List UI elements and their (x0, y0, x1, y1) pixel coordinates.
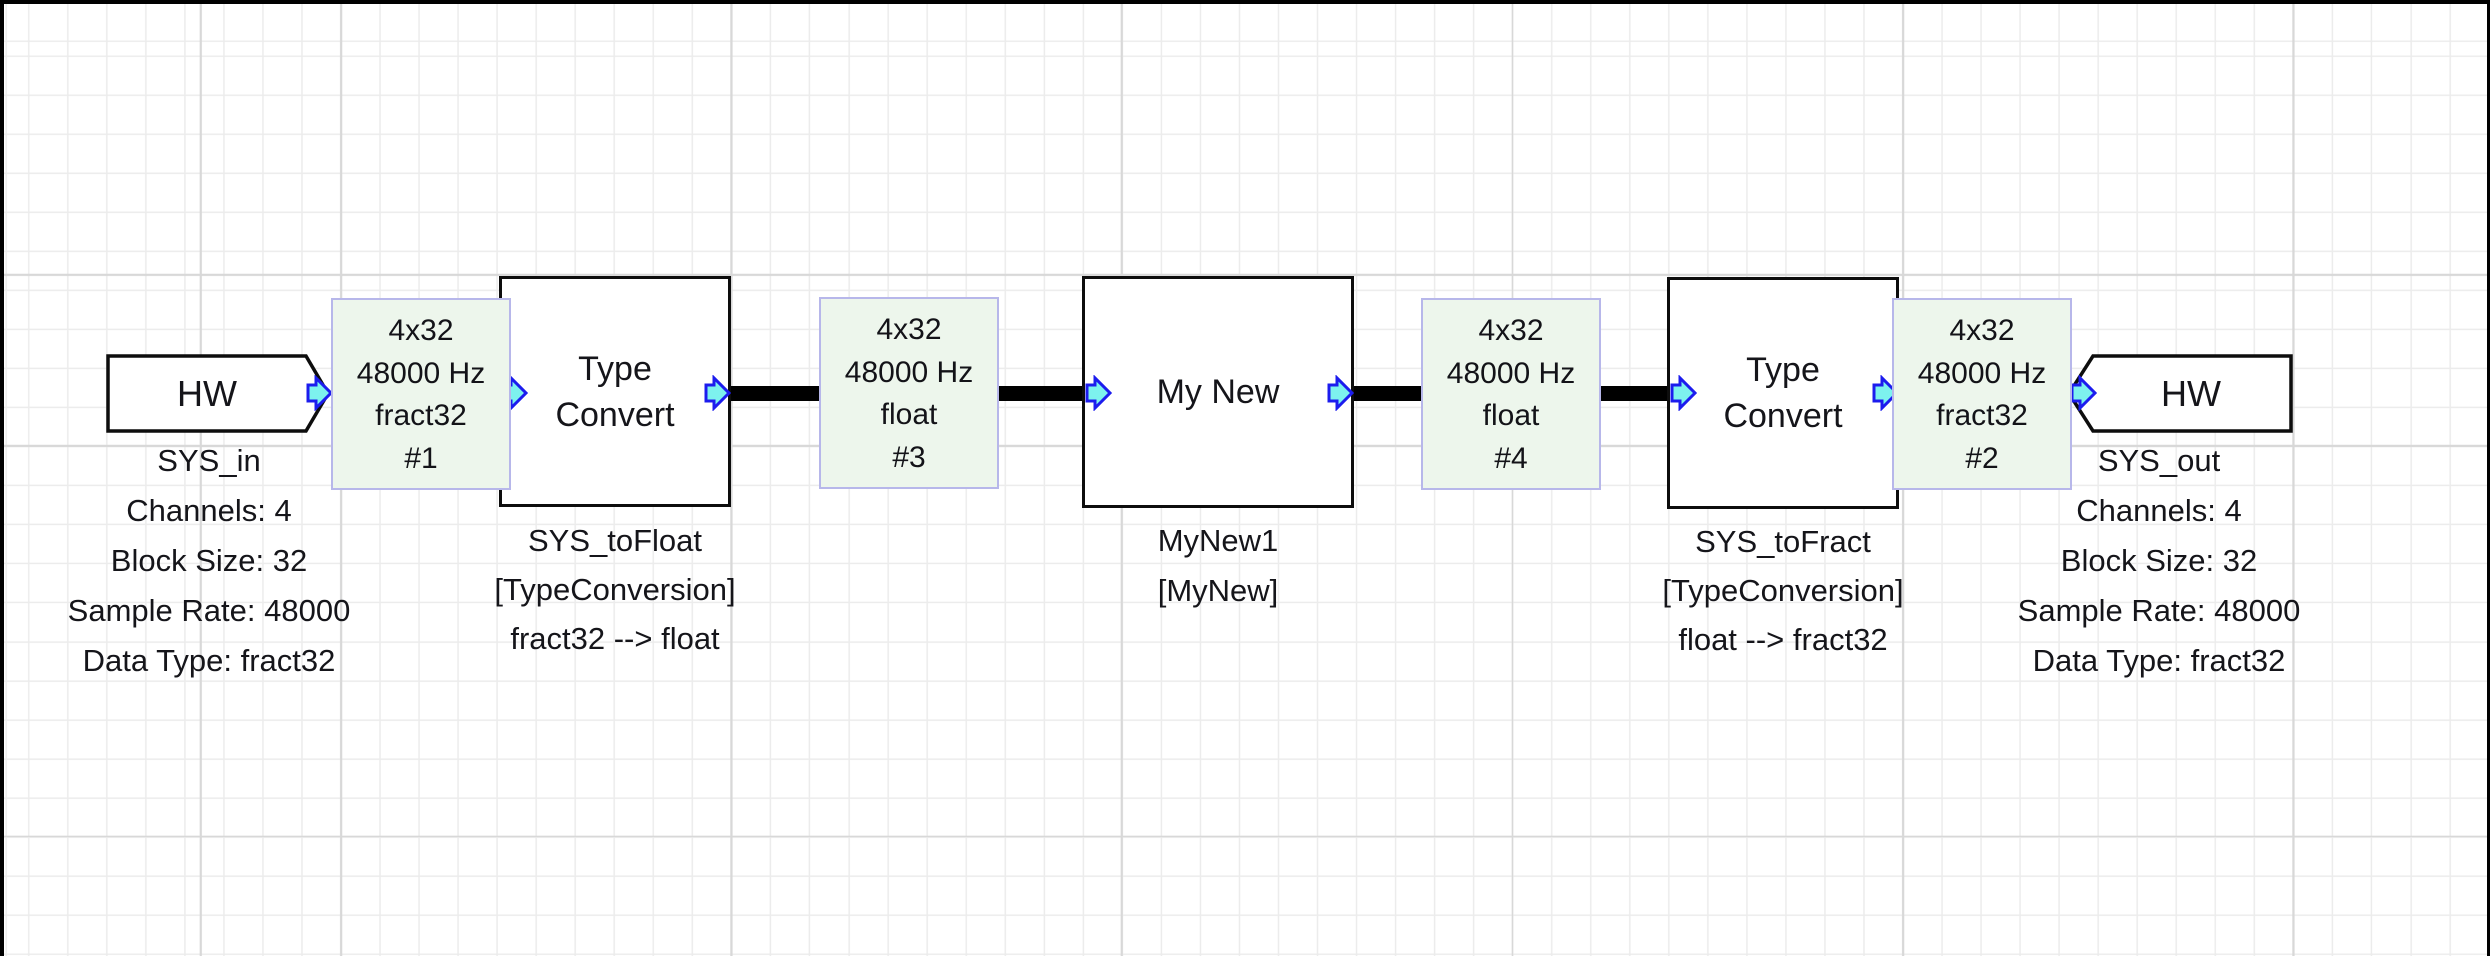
hw-output-block-label[interactable]: HW (2161, 372, 2221, 414)
wire3-dtype: float (880, 398, 938, 431)
typeconvert-1-conversion: fract32 --> float (510, 621, 720, 656)
wire2-id: #2 (1965, 441, 1999, 475)
block-typeconvert-1-label: Type Convert (555, 349, 675, 434)
typeconvert-1-name: SYS_toFloat (527, 523, 703, 558)
hw-output-datatype: Data Type: fract32 (2032, 643, 2286, 678)
hw-output-input-pin-icon[interactable] (2070, 375, 2097, 411)
wire4-rate: 48000 Hz (1446, 356, 1576, 390)
typeconvert-1-annotation: SYS_toFloat [TypeConversion] fract32 -->… (355, 516, 875, 663)
mynew-output-pin-icon[interactable] (1327, 375, 1354, 411)
wire4-dtype: float (1482, 399, 1540, 432)
wire-label-box-1[interactable]: 4x32 48000 Hz fract32 #1 (331, 298, 511, 490)
typeconvert-2-input-pin-icon[interactable] (1670, 375, 1697, 411)
hw-output-blocksize: Block Size: 32 (2060, 543, 2258, 578)
hw-input-samplerate: Sample Rate: 48000 (67, 593, 351, 628)
hw-output-channels: Channels: 4 (2076, 493, 2242, 528)
typeconvert-2-module: [TypeConversion] (1662, 573, 1904, 608)
hw-input-block-shape[interactable] (104, 353, 332, 434)
block-typeconvert-2[interactable]: Type Convert (1667, 277, 1899, 509)
wire2-dtype: fract32 (1936, 399, 2028, 432)
hw-output-annotation: SYS_out Channels: 4 Block Size: 32 Sampl… (1899, 436, 2419, 686)
typeconvert-1-module: [TypeConversion] (494, 572, 736, 607)
typeconvert-2-output-pin-icon[interactable] (1872, 375, 1899, 411)
typeconvert-2-conversion: float --> fract32 (1678, 622, 1888, 657)
mynew-name: MyNew1 (1157, 523, 1279, 558)
typeconvert-2-name: SYS_toFract (1695, 524, 1871, 559)
hw-input-block-label[interactable]: HW (177, 372, 237, 414)
block-mynew[interactable]: My New (1082, 276, 1354, 508)
wire4-dims: 4x32 (1478, 314, 1544, 347)
mynew-input-pin-icon[interactable] (1085, 375, 1112, 411)
wire-label-box-3[interactable]: 4x32 48000 Hz float #3 (819, 297, 999, 489)
wire1-rate: 48000 Hz (356, 356, 486, 390)
typeconvert-2-annotation: SYS_toFract [TypeConversion] float --> f… (1523, 517, 2043, 664)
wire1-id: #1 (404, 441, 438, 475)
typeconvert-1-output-pin-icon[interactable] (704, 375, 731, 411)
mynew-module: [MyNew] (1157, 573, 1279, 608)
hw-input-name: SYS_in (157, 443, 261, 478)
mynew-annotation: MyNew1 [MyNew] (958, 516, 1478, 616)
hw-input-datatype: Data Type: fract32 (82, 643, 336, 678)
wire-label-box-4[interactable]: 4x32 48000 Hz float #4 (1421, 298, 1601, 490)
block-typeconvert-2-label: Type Convert (1723, 351, 1843, 435)
wire3-dims: 4x32 (876, 313, 942, 346)
block-mynew-label: My New (1156, 373, 1280, 411)
wire1-dtype: fract32 (375, 399, 467, 432)
wire1-dims: 4x32 (388, 314, 454, 347)
wire2-rate: 48000 Hz (1917, 356, 2047, 390)
block-typeconvert-1[interactable]: Type Convert (499, 276, 731, 507)
hw-output-name: SYS_out (2097, 443, 2221, 478)
wire3-rate: 48000 Hz (844, 355, 974, 389)
hw-input-annotation: SYS_in Channels: 4 Block Size: 32 Sample… (4, 436, 469, 686)
hw-input-channels: Channels: 4 (126, 493, 292, 528)
wire3-id: #3 (892, 440, 926, 474)
wire-label-box-2[interactable]: 4x32 48000 Hz fract32 #2 (1892, 298, 2072, 490)
wire4-id: #4 (1494, 441, 1528, 475)
hw-input-blocksize: Block Size: 32 (110, 543, 308, 578)
hw-input-output-pin-icon[interactable] (306, 375, 333, 411)
wire2-dims: 4x32 (1949, 314, 2015, 347)
hw-output-samplerate: Sample Rate: 48000 (2017, 593, 2301, 628)
